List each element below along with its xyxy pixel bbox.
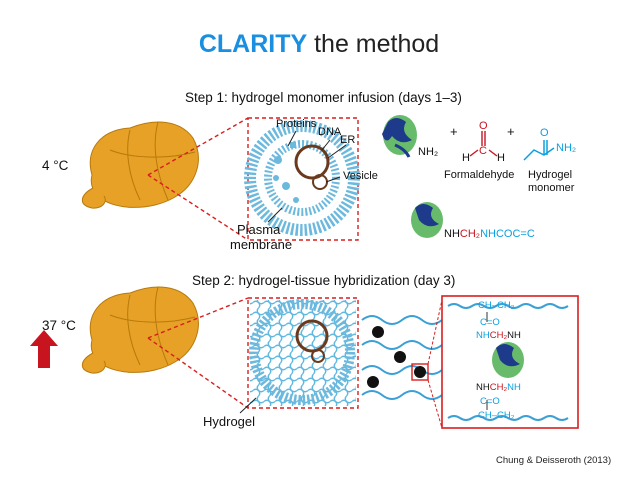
chem-product-ch2: CH₂ xyxy=(459,228,481,240)
chem-monomer-line2: monomer xyxy=(528,182,575,194)
hydrogel-chains xyxy=(361,315,443,400)
page-title: CLARITY the method xyxy=(0,30,638,59)
chem-formaldehyde-c: C xyxy=(479,145,487,157)
inset-top-chain: CH–CH₂ xyxy=(478,300,515,311)
inset-ch2-bottom: CH₂ xyxy=(489,382,508,393)
chem-monomer-line1: Hydrogel xyxy=(528,169,573,181)
step2-temperature: 37 °C xyxy=(42,318,76,333)
title-highlight: CLARITY xyxy=(198,30,308,58)
label-hydrogel: Hydrogel xyxy=(203,414,256,429)
formaldehyde-structure xyxy=(469,131,498,157)
chem-monomer-o: O xyxy=(540,127,549,139)
inset-c-o-bottom: C=O xyxy=(480,396,500,407)
label-dna: DNA xyxy=(318,126,342,138)
label-vesicle: Vesicle xyxy=(343,170,378,182)
title-rest: the method xyxy=(314,30,440,58)
brain-step1 xyxy=(81,121,199,209)
cell-hydrogel-step2 xyxy=(249,299,356,406)
inset-nh-bottom2: NH xyxy=(507,382,521,393)
label-plasma-line2: membrane xyxy=(230,237,293,252)
inset-nh-top: NH xyxy=(476,330,490,341)
label-er: ER xyxy=(340,134,356,146)
label-plasma-line1: Plasma xyxy=(237,222,281,237)
label-proteins: Proteins xyxy=(276,118,317,130)
chem-formaldehyde-h2: H xyxy=(497,152,505,164)
protein-icon-top xyxy=(382,115,417,158)
chem-nh2: NH₂ xyxy=(418,146,439,158)
step1-heading: Step 1: hydrogel monomer infusion (days … xyxy=(185,90,462,105)
inset-bottom-chain: CH–CH₂ xyxy=(478,410,515,421)
chem-product: NHCH₂NHCOC=C xyxy=(444,228,535,240)
brain-step2 xyxy=(81,286,199,374)
inset-top-linker: NHCH₂NH xyxy=(476,330,521,341)
arrow-up-icon xyxy=(30,330,58,368)
protein-icon-inset xyxy=(492,342,524,378)
chem-formaldehyde-h1: H xyxy=(462,152,470,164)
chem-formaldehyde-name: Formaldehyde xyxy=(444,169,515,181)
monomer-structure xyxy=(523,140,555,161)
chem-plus1: + xyxy=(450,124,458,139)
step1-temperature: 4 °C xyxy=(42,158,69,173)
chem-product-nh: NH xyxy=(444,228,460,240)
label-pointers xyxy=(239,130,347,414)
step2-heading: Step 2: hydrogel-tissue hybridization (d… xyxy=(192,273,456,288)
chem-monomer-nh2: NH₂ xyxy=(556,142,577,154)
inset-c-o-top: C=O xyxy=(480,317,500,328)
inset-bottom-linker: NHCH₂NH xyxy=(476,382,521,393)
chem-plus2: + xyxy=(507,124,515,139)
inset-nh-bottom: NH xyxy=(476,382,490,393)
protein-icon-product xyxy=(411,202,443,238)
chem-formaldehyde-o: O xyxy=(479,120,488,132)
chem-product-tail: NHCOC=C xyxy=(480,228,535,240)
zoom-lines-step2 xyxy=(147,297,359,409)
credit: Chung & Deisseroth (2013) xyxy=(496,455,612,466)
inset-nh-top2: NH xyxy=(507,330,521,341)
inset-ch2-top: CH₂ xyxy=(489,330,508,341)
